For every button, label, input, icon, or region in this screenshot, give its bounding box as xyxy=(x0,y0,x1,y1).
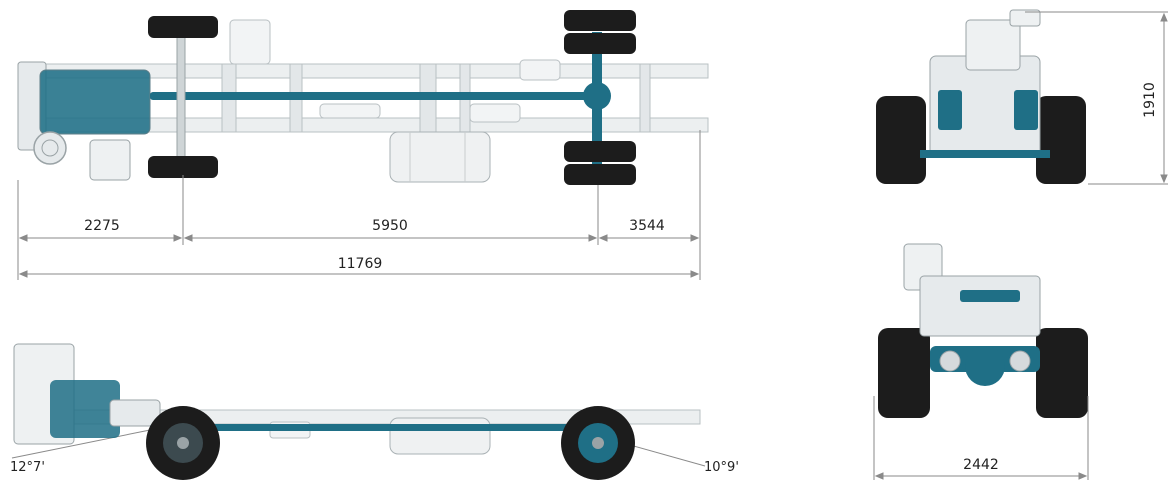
drive-shaft xyxy=(150,92,600,100)
chassis-top-view: 2275 5950 3544 11769 xyxy=(17,10,709,280)
engine-assembly xyxy=(17,61,151,181)
front-wheels xyxy=(148,16,218,178)
fuel-tank xyxy=(389,131,491,183)
chassis-side-view xyxy=(11,343,706,480)
chassis-rear-view: 2442 xyxy=(873,243,1089,480)
rear-axle xyxy=(583,32,611,182)
rear-view-body xyxy=(903,243,1041,386)
width-label: 2442 xyxy=(963,457,999,473)
departure-angle-label: 10°9' xyxy=(704,460,739,475)
front-view-wheels xyxy=(876,96,1086,184)
side-rear-wheel xyxy=(561,406,635,480)
width-dimension xyxy=(873,396,1089,480)
height-label: 1910 xyxy=(1142,82,1158,118)
chassis-frame xyxy=(17,19,709,133)
side-front-wheel xyxy=(146,406,220,480)
front-axle xyxy=(176,29,186,169)
side-drive-shaft xyxy=(150,424,600,431)
overall-length-label: 11769 xyxy=(338,256,383,272)
height-dimension xyxy=(1025,11,1168,185)
rear-overhang-label: 3544 xyxy=(629,218,665,234)
dimension-lines xyxy=(17,130,701,280)
rear-view-wheels xyxy=(878,328,1088,418)
rear-wheels xyxy=(564,10,636,185)
front-view-engine xyxy=(920,9,1050,158)
wheelbase-label: 5950 xyxy=(372,218,408,234)
approach-angle-label: 12°7' xyxy=(10,460,45,475)
side-engine xyxy=(13,343,161,445)
chassis-front-view: 1910 xyxy=(876,9,1168,185)
front-overhang-label: 2275 xyxy=(84,218,120,234)
